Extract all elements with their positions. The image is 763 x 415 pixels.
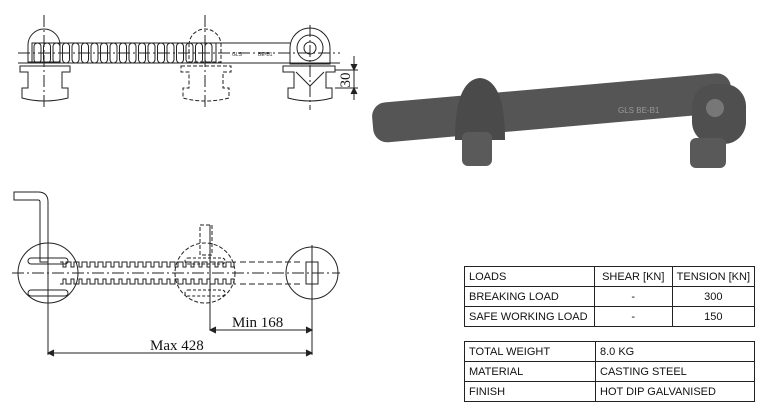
- header-loads: LOADS: [464, 266, 595, 287]
- row-label: BREAKING LOAD: [464, 286, 595, 307]
- plan-view: Min 168 Max 428: [12, 191, 340, 357]
- marking-right: BE-B1: [258, 52, 273, 58]
- table-row: BREAKING LOAD - 300: [464, 286, 756, 307]
- spec-value: HOT DIP GALVANISED: [595, 381, 755, 402]
- shear-value: -: [593, 306, 673, 327]
- marking-left: GLS: [232, 52, 243, 58]
- table-row: MATERIAL CASTING STEEL: [464, 361, 755, 382]
- product-photo: GLS BE-B1: [372, 73, 746, 168]
- dim-max: Max 428: [150, 338, 204, 354]
- table-row: FINISH HOT DIP GALVANISED: [464, 381, 755, 402]
- spec-label: MATERIAL: [464, 361, 596, 382]
- table-row: TOTAL WEIGHT 8.0 KG: [464, 341, 755, 362]
- shear-value: -: [593, 286, 673, 307]
- loads-table: LOADS SHEAR [KN] TENSION [KN] BREAKING L…: [464, 266, 756, 327]
- header-tension: TENSION [KN]: [671, 266, 756, 287]
- table-row: SAFE WORKING LOAD - 150: [464, 306, 756, 327]
- table-header-row: LOADS SHEAR [KN] TENSION [KN]: [464, 266, 756, 287]
- spec-table: TOTAL WEIGHT 8.0 KG MATERIAL CASTING STE…: [464, 341, 755, 402]
- spec-value: CASTING STEEL: [595, 361, 755, 382]
- tension-value: 150: [671, 306, 756, 327]
- dim-height: 30: [338, 73, 354, 88]
- tension-value: 300: [671, 286, 756, 307]
- photo-marking: GLS BE-B1: [618, 106, 660, 115]
- spec-value: 8.0 KG: [595, 341, 755, 362]
- front-view: GLS BE-B1 30: [18, 15, 358, 110]
- spec-label: TOTAL WEIGHT: [464, 341, 596, 362]
- row-label: SAFE WORKING LOAD: [464, 306, 595, 327]
- dim-min: Min 168: [232, 315, 283, 331]
- spec-label: FINISH: [464, 381, 596, 402]
- header-shear: SHEAR [KN]: [593, 266, 673, 287]
